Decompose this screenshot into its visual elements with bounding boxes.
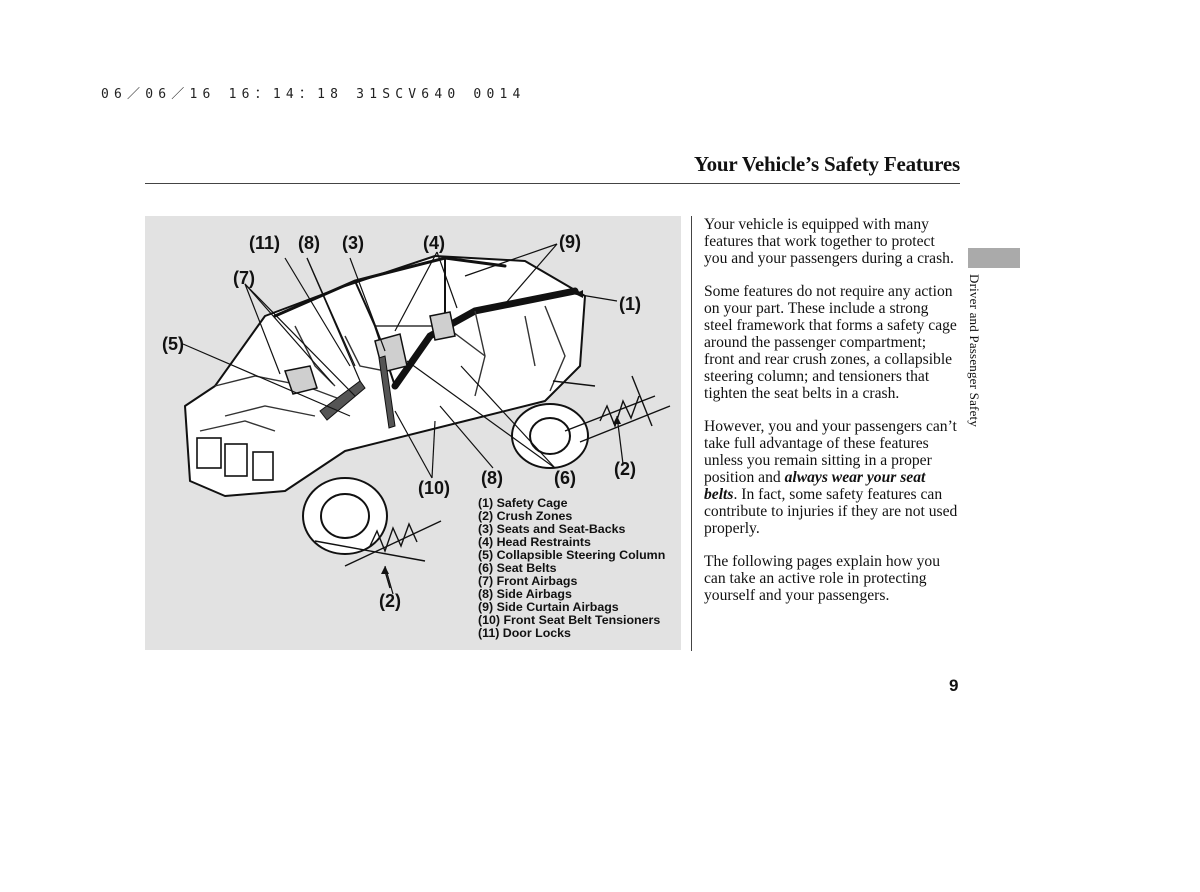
paragraph-text: However, you and your passengers can’t t… — [704, 418, 957, 486]
section-side-label: Driver and Passenger Safety — [967, 274, 982, 428]
legend-item: (5) Collapsible Steering Column — [478, 548, 666, 562]
paragraph-passive-features: Some features do not require any action … — [704, 283, 957, 402]
legend-item: (2) Crush Zones — [478, 509, 573, 523]
legend-item: (3) Seats and Seat-Backs — [478, 522, 626, 536]
paragraph-intro: Your vehicle is equipped with many featu… — [704, 216, 954, 267]
legend-item: (11) Door Locks — [478, 626, 571, 640]
body-text: Your vehicle is equipped with many featu… — [704, 216, 960, 621]
callout-2-right: (2) — [614, 459, 636, 479]
paragraph-text: . In fact, some safety features can cont… — [704, 485, 958, 537]
legend-item: (9) Side Curtain Airbags — [478, 600, 619, 614]
print-timestamp: 06／06／16 16：14：18 31SCV640 0014 — [101, 87, 526, 102]
safety-features-figure: (11) (8) (3) (4) (9) (7) (1) (5) (8) (6)… — [145, 216, 681, 650]
callout-8-top: (8) — [298, 233, 320, 253]
emphasis-seat-belts: always wear your seat belts — [704, 468, 926, 503]
legend-item: (4) Head Restraints — [478, 535, 591, 549]
callout-4: (4) — [423, 233, 445, 253]
callout-6: (6) — [554, 468, 576, 488]
title-rule — [145, 183, 960, 184]
legend-item: (6) Seat Belts — [478, 561, 557, 575]
page-title: Your Vehicle’s Safety Features — [693, 152, 960, 176]
callout-10: (10) — [418, 478, 451, 498]
page-number: 9 — [949, 676, 959, 695]
callout-11: (11) — [249, 233, 281, 253]
paragraph-following-pages: The following pages explain how you can … — [704, 552, 941, 604]
callout-7: (7) — [233, 268, 255, 288]
callout-8-bottom: (8) — [481, 468, 503, 488]
legend-item: (10) Front Seat Belt Tensioners — [478, 613, 661, 627]
legend-item: (8) Side Airbags — [478, 587, 572, 601]
vehicle-illustration — [182, 243, 671, 595]
section-tab-marker — [968, 248, 1020, 268]
callout-2-left: (2) — [379, 591, 401, 611]
paragraph-proper-use: However, you and your passengers can’t t… — [704, 418, 960, 537]
callout-3: (3) — [342, 233, 364, 253]
column-rule — [691, 216, 692, 651]
legend-item: (1) Safety Cage — [478, 496, 568, 510]
figure-legend: (1) Safety Cage (2) Crush Zones (3) Seat… — [478, 497, 665, 640]
callout-9: (9) — [559, 232, 581, 252]
callout-5: (5) — [162, 334, 184, 354]
legend-item: (7) Front Airbags — [478, 574, 578, 588]
callout-1: (1) — [619, 294, 641, 314]
